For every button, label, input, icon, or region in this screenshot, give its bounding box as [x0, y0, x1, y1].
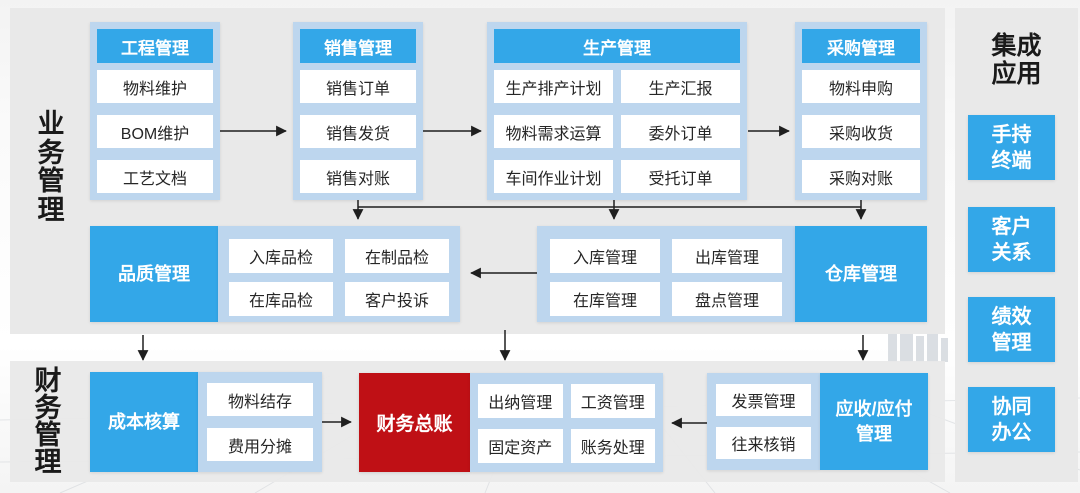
node-stocktaking-management: 盘点管理 [672, 282, 782, 316]
node-fixed-assets: 固定资产 [478, 429, 563, 463]
node-stock-management: 在库管理 [550, 282, 660, 316]
production-header: 生产管理 [494, 29, 740, 63]
node-in-process-inspection: 在制品检 [345, 239, 449, 273]
integration-title: 集成应用 [991, 32, 1042, 88]
quality-items-container: 入库品检 在制品检 在库品检 客户投诉 [218, 226, 460, 322]
node-sales-delivery: 销售发货 [300, 115, 416, 148]
node-outsourcing-order: 委外订单 [621, 115, 740, 148]
node-reconciliation-writeoff: 往来核销 [716, 427, 811, 459]
node-outbound-management: 出库管理 [672, 239, 782, 273]
general-ledger-box: 财务总账 [359, 373, 470, 472]
cost-accounting-box: 成本核算 [90, 372, 198, 472]
column-sales: 销售管理 销售订单 销售发货 销售对账 [293, 22, 423, 200]
ar-ap-label: 应收/应付管理 [835, 399, 913, 444]
node-cashier-management: 出纳管理 [478, 384, 563, 418]
business-section-label: 业务管理 [37, 109, 65, 225]
node-sales-reconciliation: 销售对账 [300, 160, 416, 193]
node-expense-allocation: 费用分摊 [207, 428, 313, 461]
node-material-maintenance: 物料维护 [97, 70, 213, 103]
quality-management-box: 品质管理 [90, 226, 218, 322]
node-account-processing: 账务处理 [570, 429, 655, 463]
app-performance-management: 绩效管理 [968, 297, 1055, 362]
engineering-header: 工程管理 [97, 29, 213, 63]
node-production-scheduling: 生产排产计划 [494, 70, 613, 103]
node-material-requisition: 物料申购 [802, 70, 920, 103]
warehouse-items-container: 入库管理 出库管理 在库管理 盘点管理 [537, 226, 795, 322]
app-handheld-terminal: 手持终端 [968, 115, 1055, 180]
node-invoice-management: 发票管理 [716, 384, 811, 416]
column-purchase: 采购管理 物料申购 采购收货 采购对账 [795, 22, 927, 200]
node-consignment-order: 受托订单 [621, 160, 740, 193]
column-production: 生产管理 生产排产计划 生产汇报 物料需求运算 委外订单 车间作业计划 受托订单 [487, 22, 747, 200]
node-customer-complaint: 客户投诉 [345, 282, 449, 316]
cost-items-container: 物料结存 费用分摊 [198, 372, 322, 472]
column-engineering: 工程管理 物料维护 BOM维护 工艺文档 [90, 22, 220, 200]
finance-section-label: 财务管理 [34, 366, 62, 477]
node-process-documents: 工艺文档 [97, 160, 213, 193]
node-purchase-receipt: 采购收货 [802, 115, 920, 148]
node-material-balance: 物料结存 [207, 383, 313, 416]
warehouse-management-box: 仓库管理 [795, 226, 927, 322]
node-stock-inspection: 在库品检 [229, 282, 333, 316]
node-production-report: 生产汇报 [621, 70, 740, 103]
node-bom-maintenance: BOM维护 [97, 115, 213, 148]
accounting-items-container: 出纳管理 工资管理 固定资产 账务处理 [470, 373, 663, 472]
purchase-header: 采购管理 [802, 29, 920, 63]
node-workshop-plan: 车间作业计划 [494, 160, 613, 193]
node-sales-order: 销售订单 [300, 70, 416, 103]
node-purchase-reconciliation: 采购对账 [802, 160, 920, 193]
node-inbound-management: 入库管理 [550, 239, 660, 273]
sales-header: 销售管理 [300, 29, 416, 63]
node-mrp-calculation: 物料需求运算 [494, 115, 613, 148]
node-incoming-inspection: 入库品检 [229, 239, 333, 273]
ar-ap-management-box: 应收/应付管理 [820, 373, 928, 470]
invoice-items-container: 发票管理 往来核销 [707, 373, 820, 470]
app-collaborative-office: 协同办公 [968, 387, 1055, 452]
app-customer-relationship: 客户关系 [968, 207, 1055, 272]
node-payroll-management: 工资管理 [570, 384, 655, 418]
